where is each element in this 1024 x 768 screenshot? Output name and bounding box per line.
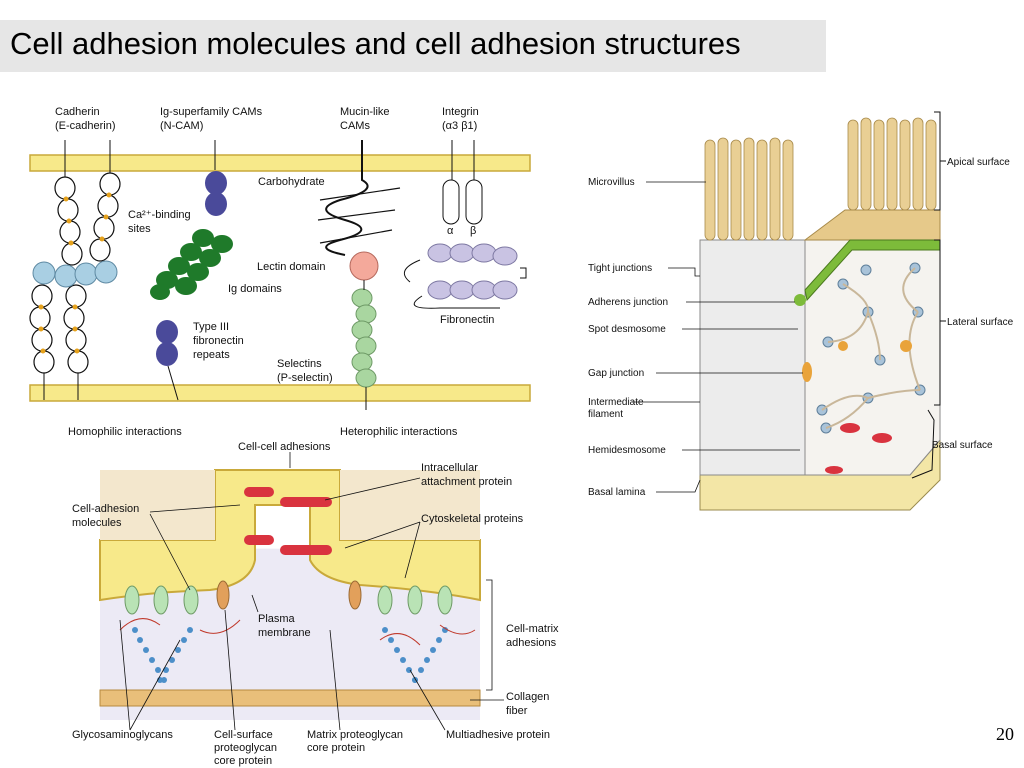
front-cell xyxy=(699,239,806,476)
heterophilic-label: Heterophilic interactions xyxy=(340,426,458,438)
hemidesmosome-1 xyxy=(840,423,860,433)
ca-binding-label: Ca²⁺-binding xyxy=(128,209,191,221)
type3-label-2: fibronectin xyxy=(193,335,244,347)
structures-panel: Cell-cell adhesions Intracellular attach… xyxy=(72,441,559,767)
carbohydrate-label: Carbohydrate xyxy=(258,176,325,188)
spot-desmosome-label: Spot desmosome xyxy=(588,324,666,335)
selectins-label: Selectins xyxy=(277,358,322,370)
cell-surface-pg-sublabel-2: core protein xyxy=(214,755,272,767)
hemidesmosome-3 xyxy=(825,466,843,474)
mucin-sublabel: CAMs xyxy=(340,120,370,132)
adherens-junction-label: Adherens junction xyxy=(588,297,668,308)
title-bar: Cell adhesion molecules and cell adhesio… xyxy=(0,20,826,72)
intermediate-filament-label: Intermediate xyxy=(588,397,644,408)
gap-junction-marker xyxy=(802,362,812,382)
type3-label-1: Type III xyxy=(193,321,229,333)
cell-surface-pg-sublabel: proteoglycan xyxy=(214,742,277,754)
hemidesmosome-2 xyxy=(872,433,892,443)
matrix-pg-label: Matrix proteoglycan xyxy=(307,729,403,741)
hemidesmosome-label: Hemidesmosome xyxy=(588,445,666,456)
page-number: 20 xyxy=(996,724,1014,744)
beta-label: β xyxy=(470,225,476,237)
integrin-molecule: α β xyxy=(403,140,527,309)
epithelium-panel: Microvillus Tight junctions Adherens jun… xyxy=(588,111,1014,511)
apical-top xyxy=(803,209,941,241)
type3-label-3: repeats xyxy=(193,349,230,361)
basal-surface-label: Basal surface xyxy=(932,440,993,451)
top-membrane xyxy=(29,154,531,172)
plasma-membrane-label: Plasma xyxy=(258,613,296,625)
mucin-label: Mucin-like xyxy=(340,106,390,118)
selectin-molecule xyxy=(349,251,379,410)
collagen-label: Collagen xyxy=(506,691,549,703)
gag-label: Glycosaminoglycans xyxy=(72,729,173,741)
cell-cell-label: Cell-cell adhesions xyxy=(238,441,331,453)
surface-braces xyxy=(911,111,946,479)
epithelium-leaders xyxy=(632,181,803,493)
cam-label: Cell-adhesion xyxy=(72,503,139,515)
upper-right-cell xyxy=(340,470,480,540)
basal-lamina-label: Basal lamina xyxy=(588,487,646,498)
adherens-junction-marker xyxy=(794,294,806,306)
ca-binding-sublabel: sites xyxy=(128,223,151,235)
gap-particle-1 xyxy=(900,340,912,352)
microvilli xyxy=(704,117,937,241)
matrix-fibers xyxy=(119,618,476,646)
molecules-panel: Cadherin (E-cadherin) Ig-superfamily CAM… xyxy=(29,106,531,438)
gap-particle-2 xyxy=(838,341,848,351)
collagen-fiber xyxy=(99,689,481,707)
homophilic-label: Homophilic interactions xyxy=(68,426,182,438)
multiadhesive-label: Multiadhesive protein xyxy=(446,729,550,741)
alpha-label: α xyxy=(447,225,454,237)
intracellular-proteins xyxy=(244,487,332,555)
ig-cams-label: Ig-superfamily CAMs xyxy=(160,106,263,118)
bottom-membrane xyxy=(29,384,531,402)
mucin-molecule xyxy=(317,140,401,256)
plasma-membrane-sublabel: membrane xyxy=(258,627,311,639)
tight-junctions-label: Tight junctions xyxy=(588,263,652,274)
matrix-pg-sublabel: core protein xyxy=(307,742,365,754)
intracellular-sublabel: attachment protein xyxy=(421,476,512,488)
leader-lines xyxy=(119,452,504,731)
slide-title: Cell adhesion molecules and cell adhesio… xyxy=(10,26,741,61)
cell-matrix-label: Cell-matrix xyxy=(506,623,559,635)
cell-surface-pg-label: Cell-surface xyxy=(214,729,273,741)
glycosaminoglycans xyxy=(132,627,448,683)
cam-stalks xyxy=(124,585,453,615)
cadherin-label: Cadherin xyxy=(55,106,100,118)
intermediate-filament-sublabel: filament xyxy=(588,409,623,420)
cell-matrix-sublabel: adhesions xyxy=(506,637,557,649)
cytoskeletal-label: Cytoskeletal proteins xyxy=(421,513,524,525)
cam-sublabel: molecules xyxy=(72,517,122,529)
cadherin-sublabel: (E-cadherin) xyxy=(55,120,116,132)
integrin-label: Integrin xyxy=(442,106,479,118)
gap-junction-label: Gap junction xyxy=(588,368,644,379)
fibronectin-label: Fibronectin xyxy=(440,314,494,326)
collagen-sublabel: fiber xyxy=(506,705,528,717)
intracellular-label: Intracellular xyxy=(421,462,478,474)
ig-cams-sublabel: (N-CAM) xyxy=(160,120,203,132)
integrin-sublabel: (α3 β1) xyxy=(442,120,477,132)
selectins-sublabel: (P-selectin) xyxy=(277,372,333,384)
cadherin-molecule xyxy=(29,140,121,400)
lectin-domain-label: Lectin domain xyxy=(257,261,326,273)
ig-domains-label: Ig domains xyxy=(228,283,282,295)
microvillus-label: Microvillus xyxy=(588,177,635,188)
lateral-surface-label: Lateral surface xyxy=(947,317,1014,328)
ig-cam-molecule xyxy=(150,140,233,401)
apical-surface-label: Apical surface xyxy=(947,157,1010,168)
cell-membranes xyxy=(99,469,481,602)
